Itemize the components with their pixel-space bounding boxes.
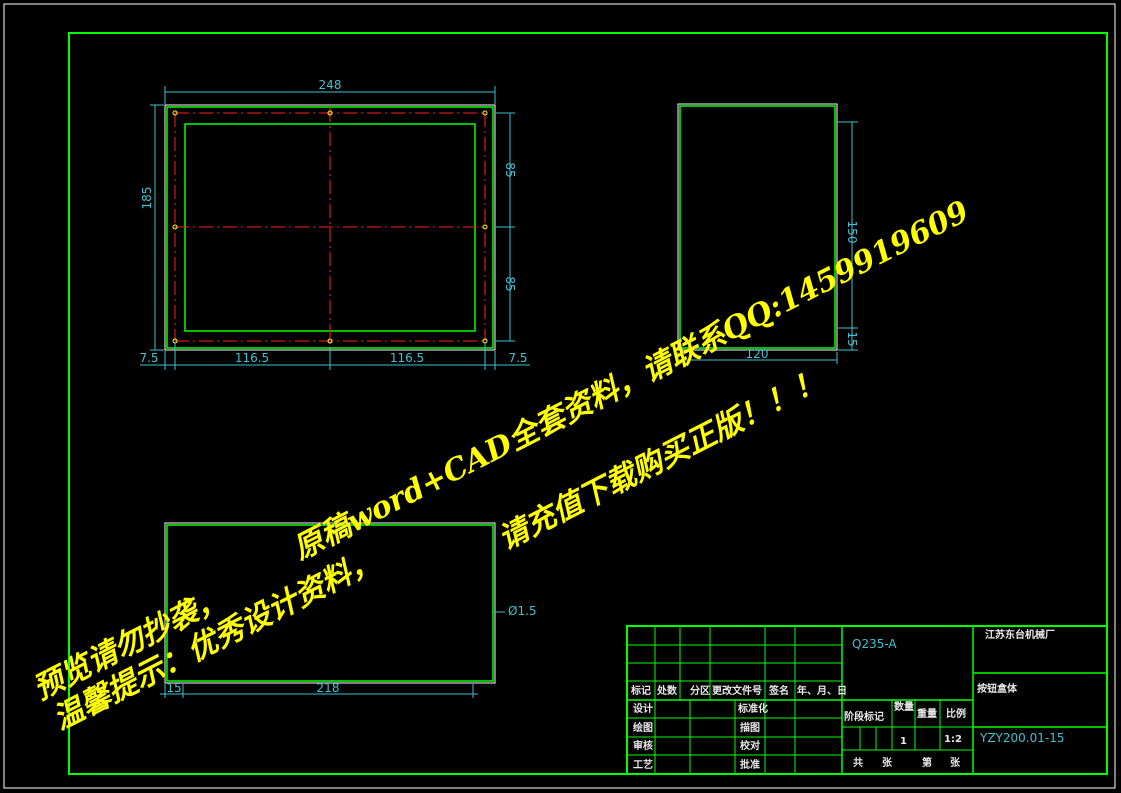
drawing-frame — [68, 32, 1108, 775]
qty-value: 1 — [900, 736, 907, 747]
dim-side-small: 15 — [845, 331, 859, 346]
dim-side-width: 120 — [746, 347, 769, 361]
dim-left-margin: 7.5 — [139, 351, 158, 365]
dim-right-margin: 7.5 — [508, 351, 527, 365]
scale-label: 比例 — [946, 707, 966, 720]
dim-right-lower: 85 — [503, 276, 517, 291]
mid-approve: 批准 — [740, 758, 760, 771]
weight-label: 重量 — [917, 707, 937, 720]
sheets-unit-2: 张 — [950, 756, 961, 769]
header-count: 处数 — [656, 684, 678, 697]
dim-front-width: 218 — [317, 681, 340, 695]
dim-side-height: 150 — [845, 221, 859, 244]
header-signature: 签名 — [768, 684, 789, 697]
dim-front-small: 15 — [166, 681, 181, 695]
header-zone: 分区 — [690, 684, 710, 697]
dim-half-right: 116.5 — [390, 351, 424, 365]
watermark-line-1: 原稿word+CAD全套资料，请联系QQ:1459919609 — [288, 194, 975, 567]
row-process: 工艺 — [633, 758, 653, 771]
header-mark: 标记 — [630, 684, 651, 697]
drawing-number: YZY200.01-15 — [979, 731, 1064, 745]
front-view — [160, 522, 505, 698]
stage-label: 阶段标记 — [844, 710, 884, 723]
dim-top-width: 248 — [319, 78, 342, 92]
top-view — [140, 86, 530, 370]
material: Q235-A — [852, 637, 897, 651]
dim-half-left: 116.5 — [235, 351, 269, 365]
header-date: 年、月、日 — [797, 684, 847, 697]
scale-value: 1:2 — [944, 734, 962, 745]
sheets-no-label: 第 — [922, 756, 932, 769]
dim-front-note: Ø1.5 — [508, 604, 537, 618]
mid-check: 校对 — [740, 739, 760, 752]
header-change-doc: 更改文件号 — [712, 684, 762, 697]
sheets-unit-1: 张 — [882, 756, 893, 769]
title-block — [626, 625, 1108, 775]
part-name: 按钮盒体 — [977, 682, 1018, 695]
row-design: 设计 — [633, 702, 653, 715]
sheets-total-label: 共 — [853, 756, 863, 769]
qty-label: 数量 — [894, 700, 914, 713]
sheet-border — [3, 3, 1116, 789]
dim-top-height: 185 — [140, 187, 154, 210]
watermark-line-2: 请充值下载购买正版！！！ — [493, 363, 830, 558]
side-view — [677, 103, 858, 364]
row-review: 审核 — [633, 739, 653, 752]
company-name: 江苏东台机械厂 — [985, 628, 1055, 641]
row-drawing: 绘图 — [633, 721, 653, 734]
mid-trace: 描图 — [740, 721, 760, 734]
mid-standard: 标准化 — [737, 702, 768, 715]
dim-right-upper: 85 — [503, 162, 517, 177]
